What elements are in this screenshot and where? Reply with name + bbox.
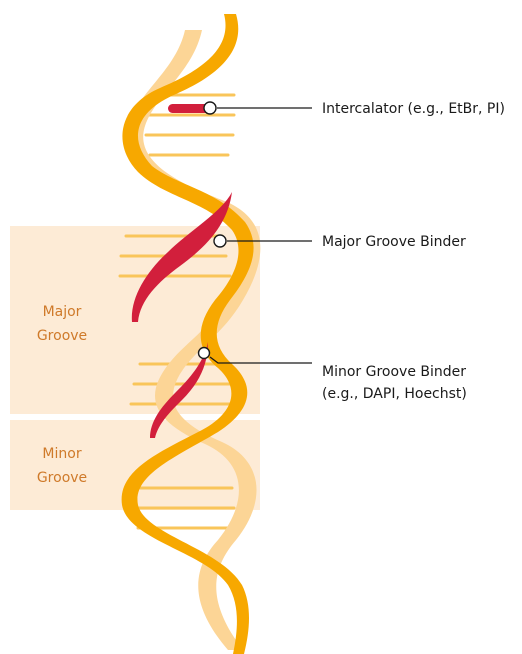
major-groove-label-line2: Groove xyxy=(37,328,87,344)
minor-groove-label-line1: Minor xyxy=(42,446,81,462)
minor-binder-marker xyxy=(199,348,210,359)
major-groove-label-line1: Major xyxy=(43,304,82,320)
major-binder-label: Major Groove Binder xyxy=(322,234,466,250)
minor-groove-label-line2: Groove xyxy=(37,470,87,486)
minor-binder-label-line1: Minor Groove Binder xyxy=(322,364,466,380)
intercalator-label: Intercalator (e.g., EtBr, PI) xyxy=(322,101,505,117)
major-binder-marker xyxy=(214,235,226,247)
minor-binder-label-line2: (e.g., DAPI, Hoechst) xyxy=(322,386,467,402)
intercalator-marker xyxy=(204,102,216,114)
